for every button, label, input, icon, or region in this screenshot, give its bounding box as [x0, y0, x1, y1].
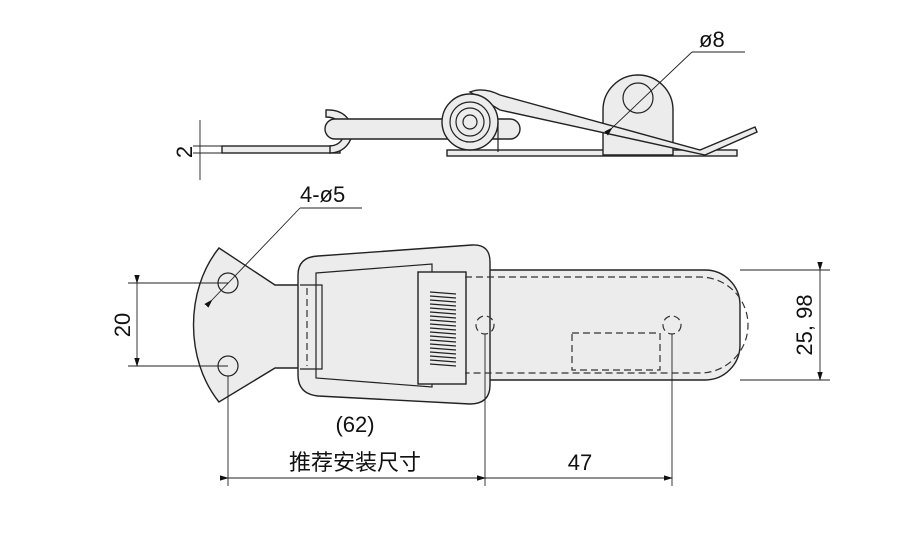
hole-dia-leader: [604, 51, 693, 136]
base-strip-side: [446, 149, 738, 157]
hole-spacing-label: 20: [110, 313, 135, 337]
spring-coil: [429, 303, 457, 307]
thickness-label: 2: [172, 146, 197, 158]
lever-side: [468, 89, 758, 156]
mount-plate: [192, 247, 301, 403]
recommended-label: 推荐安装尺寸: [289, 450, 421, 475]
spring-coil: [429, 295, 457, 299]
frame-hinge-edge: [300, 284, 323, 370]
spring-coil: [429, 359, 457, 363]
spring-housing: [417, 271, 467, 385]
spacing-label: 47: [568, 450, 592, 475]
spring-coil: [429, 299, 457, 303]
latch-frame-inner: [315, 263, 433, 388]
hole-dia-label: ø8: [699, 27, 725, 52]
hidden-edge: [465, 276, 749, 374]
spring-coil: [429, 335, 457, 339]
overall-label: (62): [335, 412, 374, 437]
spring-coil: [429, 351, 457, 355]
width-label: 25, 98: [792, 294, 817, 355]
strike-plate: [469, 269, 741, 381]
mount-holes-leader: [204, 207, 301, 308]
spring-coil: [429, 339, 457, 343]
eye-hole: [622, 82, 654, 114]
hinge-ring: [455, 107, 485, 137]
spring: [429, 291, 457, 367]
spring-coil: [429, 327, 457, 331]
side-view: [193, 51, 758, 180]
hinge-ring: [449, 101, 491, 143]
spring-coil: [429, 307, 457, 311]
spring-coil: [429, 291, 457, 295]
mount-holes-label: 4-ø5: [300, 182, 345, 207]
base-plate-side: [221, 145, 341, 154]
spring-coil: [429, 315, 457, 319]
top-view: [128, 207, 830, 486]
spring-coil: [429, 331, 457, 335]
spring-coil: [429, 343, 457, 347]
hidden-slot: [571, 332, 661, 371]
hinge-pin: [462, 114, 478, 130]
spring-coil: [429, 323, 457, 327]
spring-coil: [429, 319, 457, 323]
spring-coil: [429, 347, 457, 351]
spring-coil: [429, 311, 457, 315]
spring-coil: [429, 355, 457, 359]
spring-coil: [429, 363, 457, 367]
